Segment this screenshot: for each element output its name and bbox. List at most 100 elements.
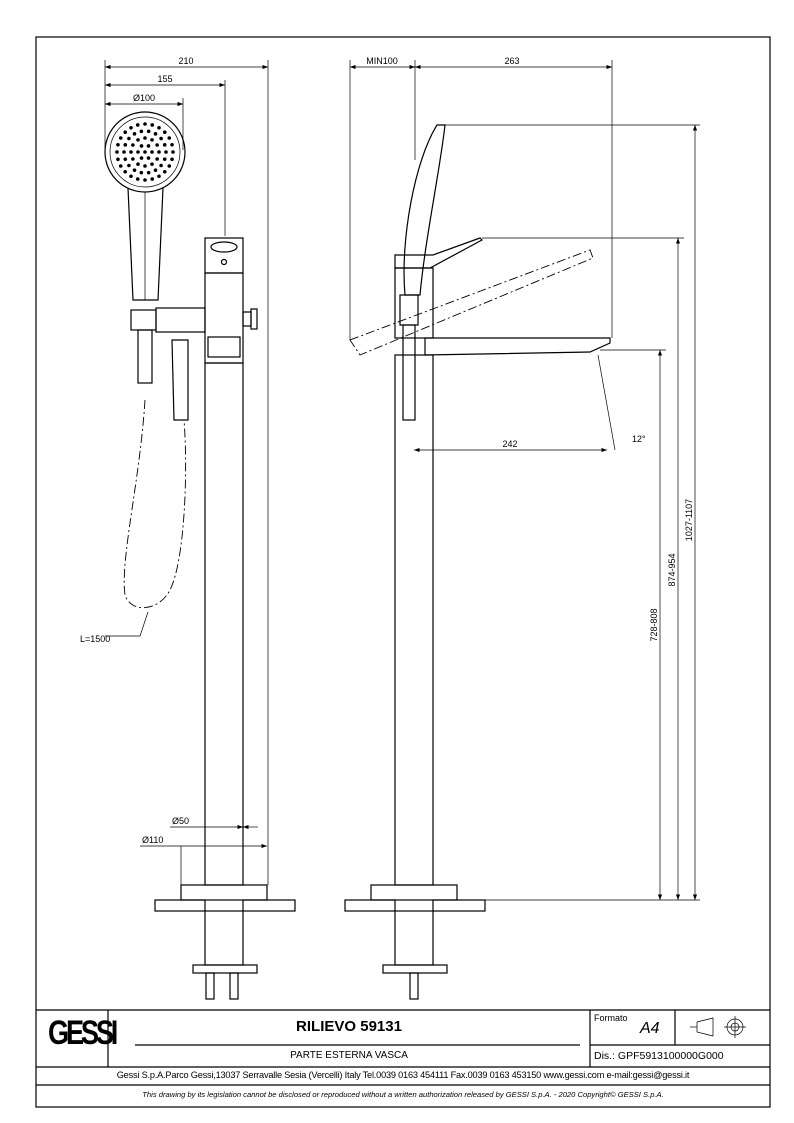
dim-263: 263 [504, 56, 519, 66]
dim-base-diameter: Ø110 [142, 835, 163, 845]
hand-shower-side [403, 124, 446, 296]
nozzle-dot [150, 162, 154, 166]
nozzle-dot [123, 130, 128, 135]
nozzle-dot [127, 136, 131, 141]
nozzle-dot [146, 170, 151, 175]
format-label: Formato [594, 1013, 628, 1023]
nozzle-dot [143, 150, 147, 154]
dim-min100: MIN100 [366, 56, 398, 66]
dim-242: 242 [502, 439, 517, 449]
column [204, 362, 244, 886]
nozzle-dot [139, 129, 144, 134]
nozzle-dot [170, 142, 174, 147]
nozzle-dot [167, 136, 172, 140]
nozzle-dot [150, 150, 154, 154]
dim-155: 155 [157, 74, 172, 84]
base-flange [180, 884, 268, 901]
company-address: Gessi S.p.A.Parco Gessi,13037 Serravalle… [116, 1070, 690, 1080]
nozzle-dot [123, 143, 128, 147]
nozzle-dot [150, 123, 155, 127]
lever [394, 237, 483, 269]
body-side [394, 267, 434, 339]
nozzle-dot [157, 174, 161, 179]
nozzle-dot [139, 170, 144, 175]
nozzle-dot [143, 122, 147, 126]
nozzle-dot [155, 143, 159, 147]
nozzle-dot [162, 143, 167, 147]
hose-left [137, 329, 153, 384]
drawing-frame [35, 36, 771, 1108]
mixer-body [204, 272, 244, 364]
mixer-top [204, 237, 244, 274]
nozzle-dot [132, 168, 137, 172]
spout-front [207, 336, 241, 358]
nozzle-dot [146, 129, 151, 134]
nozzle-dot [136, 138, 140, 142]
dim-column-diameter: Ø50 [172, 816, 189, 826]
nozzle-dot [167, 164, 172, 168]
nozzle-dot [135, 123, 140, 127]
nozzle-dot [150, 138, 154, 142]
column-side [394, 354, 434, 886]
spout-rotated [349, 249, 594, 356]
front-view [104, 60, 296, 1000]
nozzle-dot [143, 164, 147, 168]
projection-symbol-icon [690, 1016, 746, 1038]
nozzle-dot [155, 157, 159, 161]
nozzle-dot [164, 150, 168, 154]
nozzle-dot [159, 163, 163, 168]
nozzle-dot [153, 168, 158, 172]
shower-handle [127, 187, 164, 301]
drawing-title: RILIEVO 59131 [296, 1018, 402, 1035]
shower-nozzles [115, 122, 175, 182]
copyright-notice: This drawing by its legislation cannot b… [142, 1090, 664, 1099]
nozzle-dot [162, 157, 167, 161]
nozzle-dot [139, 156, 144, 160]
dim-210: 210 [178, 56, 193, 66]
nozzle-dot [157, 150, 161, 154]
nozzle-dot [122, 150, 126, 154]
nozzle-dot [118, 136, 123, 140]
nozzle-dot [129, 174, 133, 179]
nozzle-dot [143, 136, 147, 140]
nozzle-dot [157, 125, 161, 130]
nozzle-dot [132, 132, 137, 136]
nozzle-dot [136, 162, 140, 166]
nozzle-dot [139, 144, 144, 148]
gessi-logo: GESSI [48, 1014, 118, 1052]
dim-728-808: 728-808 [649, 608, 659, 641]
nozzle-dot [135, 177, 140, 181]
nozzle-dot [143, 178, 147, 182]
nozzle-dot [129, 150, 133, 154]
nozzle-dot [118, 164, 123, 168]
nozzle-dot [129, 125, 133, 130]
spout-side [424, 337, 611, 356]
nozzle-dot [153, 132, 158, 136]
dim-hose-length: L=1500 [80, 634, 110, 644]
nozzle-dot [146, 144, 151, 148]
nozzle-dot [123, 157, 128, 161]
hose-path [123, 399, 187, 609]
dim-1027-1107: 1027-1107 [684, 499, 694, 541]
nozzle-dot [127, 163, 131, 168]
nozzle-dot [162, 130, 167, 135]
drawing-subtitle: PARTE ESTERNA VASCA [290, 1050, 408, 1061]
nozzle-dot [131, 143, 135, 147]
nozzle-dot [150, 177, 155, 181]
nozzle-dot [162, 169, 167, 174]
nozzle-dot [159, 136, 163, 141]
nozzle-dot [131, 157, 135, 161]
nozzle-dot [146, 156, 151, 160]
dim-angle: 12° [632, 434, 646, 444]
shower-holder [130, 309, 157, 331]
nozzle-dot [123, 169, 128, 174]
nozzle-dot [116, 157, 120, 162]
nozzle-dot [170, 157, 174, 162]
nozzle-dot [116, 142, 120, 147]
dim-head-diameter: Ø100 [133, 93, 155, 103]
hose-right [171, 339, 189, 421]
nozzle-dot [171, 150, 175, 154]
dim-874-954: 874-954 [667, 553, 677, 586]
format-value: A4 [640, 1020, 660, 1037]
